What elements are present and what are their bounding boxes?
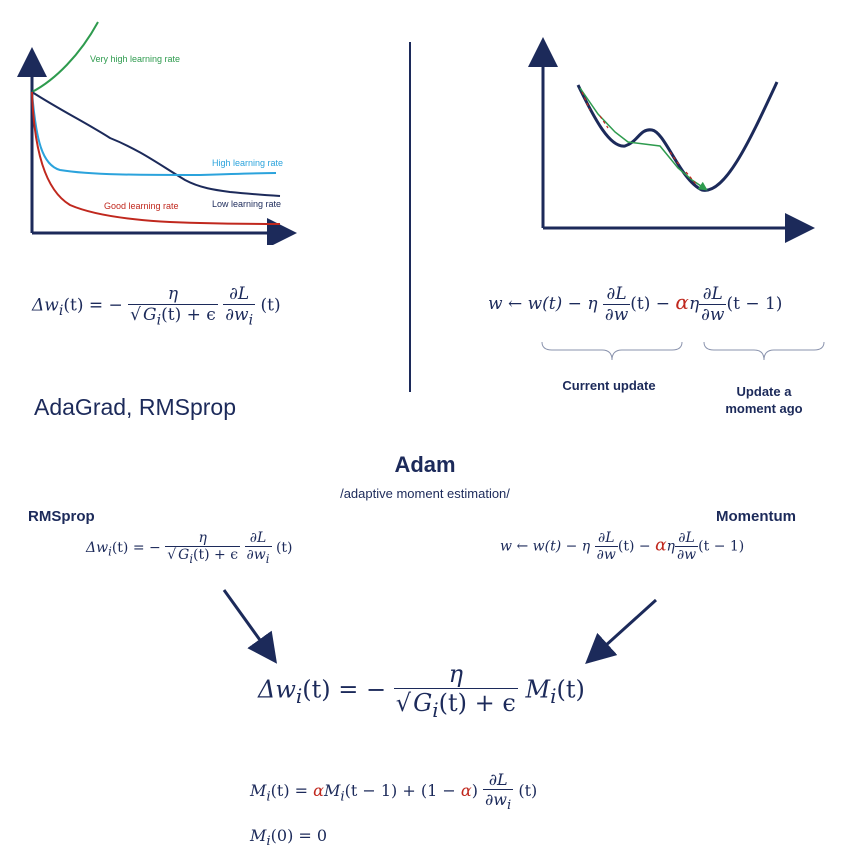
rmsprop-label: RMSprop xyxy=(28,508,95,525)
brace-ago xyxy=(703,341,825,361)
adam-subtitle: /adaptive moment estimation/ xyxy=(340,486,510,501)
rmsprop-formula: Δwi(t) = − η √Gi(t) + ϵ ∂L∂wi (t) xyxy=(86,530,293,566)
learning-rate-chart: Very high learning rate High learning ra… xyxy=(17,21,297,245)
curve-low xyxy=(31,91,281,197)
arrow-left xyxy=(222,589,278,664)
momentum-formula-small: w ← w(t) − η ∂L∂w(t) − αη∂L∂w(t − 1) xyxy=(500,530,745,563)
adagrad-formula: Δwi(t) = − η √Gi(t) + ϵ ∂L ∂wi (t) xyxy=(32,284,281,329)
brace-label-current: Current update xyxy=(562,378,656,393)
vertical-divider xyxy=(409,42,411,392)
dl-dw: ∂L ∂wi xyxy=(223,284,256,329)
label-low: Low learning rate xyxy=(212,199,281,209)
curve-good xyxy=(31,91,281,225)
momentum-label: Momentum xyxy=(716,508,796,525)
label-good: Good learning rate xyxy=(104,201,179,211)
caption-adagrad: AdaGrad, RMSprop xyxy=(34,394,236,420)
merge-arrows xyxy=(222,589,658,665)
arrow-right xyxy=(585,598,658,665)
gradient-steps xyxy=(581,91,697,185)
eta-over-sqrt: η √Gi(t) + ϵ xyxy=(128,284,218,329)
label-very-high: Very high learning rate xyxy=(90,54,180,64)
loss-curve xyxy=(576,81,779,192)
adam-title: Adam xyxy=(394,452,456,477)
momentum-formula: w ← w(t) − η ∂L∂w(t) − αη∂L∂w(t − 1) xyxy=(488,284,783,325)
m-formula: Mi(t) = αMi(t − 1) + (1 − α) ∂L∂wi (t) xyxy=(250,770,538,814)
m-init: Mi(0) = 0 xyxy=(250,826,328,850)
braces xyxy=(541,341,825,361)
curve-high xyxy=(31,91,277,177)
adam-main-formula: Δwi(t) = − η √Gi(t) + ϵ Mi(t) xyxy=(258,660,585,722)
brace-current xyxy=(541,341,683,361)
momentum-chart xyxy=(528,37,815,243)
curve-very-high xyxy=(31,21,99,93)
label-high: High learning rate xyxy=(212,158,283,168)
